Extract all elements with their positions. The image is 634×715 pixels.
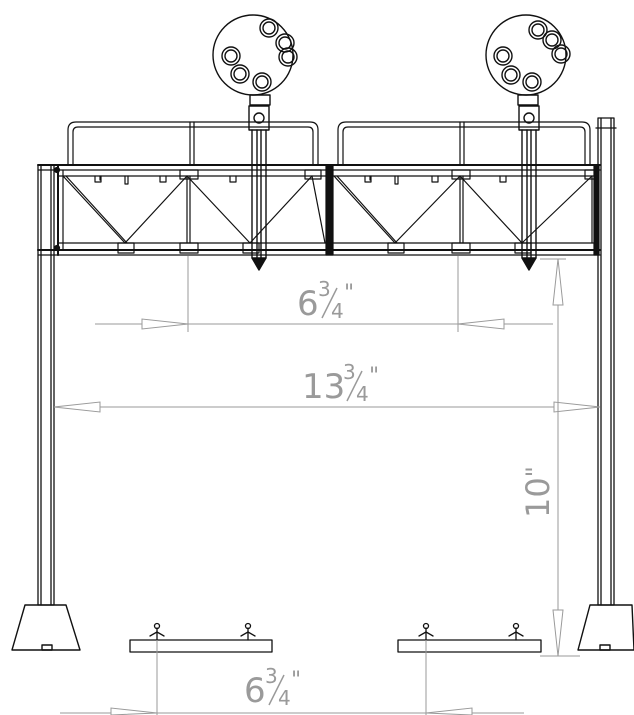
dimension-overall-width-den: 4	[356, 382, 369, 406]
dimension-overall-width: 13 3 4 "	[53, 360, 601, 413]
dimension-overall-width-whole: 13	[302, 367, 345, 407]
dimension-clearance-height: 10"	[519, 258, 580, 657]
dimension-clearance-height-label: 10"	[519, 466, 557, 518]
handrail	[67, 121, 591, 166]
dimension-head-spacing-unit: "	[344, 281, 354, 306]
dimension-base-spacing: 6 3 4 "	[60, 640, 524, 715]
dimension-base-spacing-whole: 6	[244, 671, 266, 711]
dimension-base-spacing-unit: "	[291, 668, 301, 693]
dimension-head-spacing-whole: 6	[297, 284, 319, 324]
dimension-overall-width-unit: "	[369, 364, 379, 389]
base-plate-left	[129, 622, 273, 653]
right-post-base	[577, 604, 634, 651]
dimension-base-spacing-num: 3	[265, 664, 278, 688]
dimension-head-spacing-num: 3	[318, 277, 331, 301]
dimension-base-spacing-den: 4	[278, 686, 291, 710]
signal-head-right	[485, 14, 571, 271]
left-post-base	[11, 604, 81, 651]
dimension-head-spacing-den: 4	[331, 299, 344, 323]
dimension-head-spacing: 6 3 4 "	[95, 256, 553, 332]
signal-head-left	[212, 14, 298, 271]
dimension-overall-width-num: 3	[343, 360, 356, 384]
left-post	[37, 164, 55, 606]
base-plate-right	[397, 622, 542, 653]
truss-bridge	[37, 164, 601, 256]
